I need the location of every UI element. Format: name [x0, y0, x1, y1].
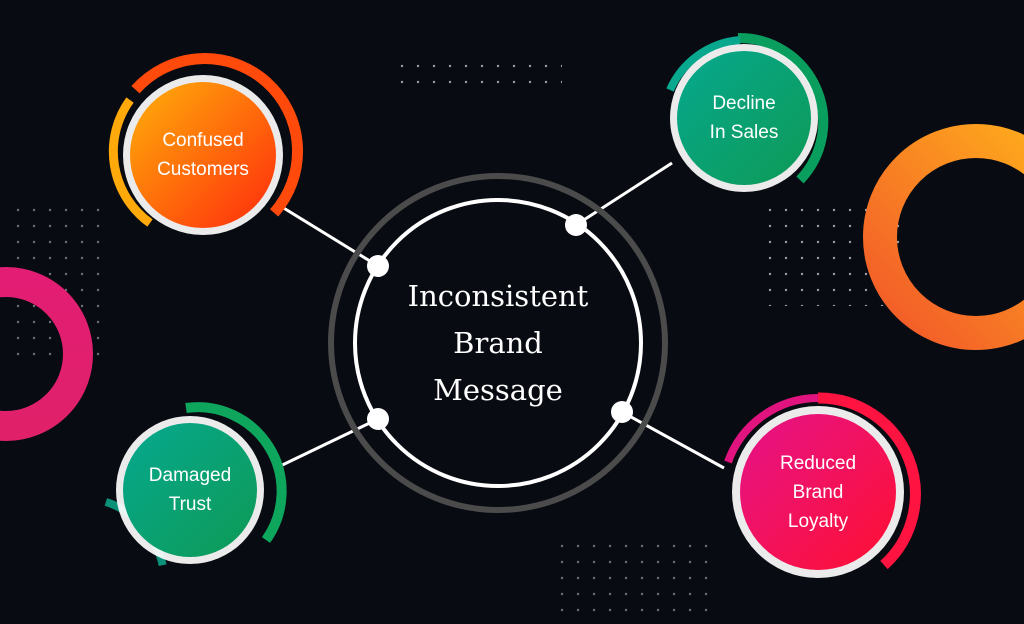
node-reduced-brand-loyalty [724, 392, 921, 578]
node-fill [740, 414, 896, 570]
center-label: Inconsistent Brand Message [378, 273, 618, 413]
node-fill [130, 82, 276, 228]
node-label-line: Decline [712, 93, 776, 114]
node-accent-arc [131, 53, 303, 217]
node-decline-in-sales [666, 32, 829, 192]
connector-decline-in-sales [575, 161, 673, 227]
node-label-line: Trust [168, 494, 212, 515]
connector-joint [565, 214, 587, 236]
node-accent-arc [724, 394, 819, 464]
center-label-line: Inconsistent [407, 278, 589, 313]
node-label-damaged-trust: Damaged Trust [130, 450, 250, 530]
connector-damaged-trust [273, 417, 379, 471]
node-label-line: Damaged [148, 465, 232, 486]
node-label-reduced-brand-loyalty: Reduced Brand Loyalty [748, 432, 888, 552]
node-label-confused-customers: Confused Customers [133, 113, 273, 197]
dot-grid-bottom [560, 536, 710, 616]
connector-joint [367, 255, 389, 277]
decorative-ring-orange [863, 124, 1024, 350]
node-accent-arc [666, 36, 741, 92]
node-label-line: Loyalty [787, 510, 849, 532]
node-label-line: Reduced [779, 452, 857, 474]
decorative-ring-pink [0, 267, 93, 441]
connector-reduced-brand-loyalty [621, 410, 725, 470]
node-accent-arc [108, 97, 153, 227]
center-label-line: Brand [453, 325, 543, 360]
node-label-line: In Sales [709, 122, 779, 143]
center-inner-ring [353, 198, 643, 488]
connector-joint [367, 408, 389, 430]
connector-confused-customers [281, 205, 379, 268]
node-accent-arc [737, 32, 829, 184]
connector-joint [611, 401, 633, 423]
node-confused-customers [108, 53, 303, 235]
center-label-line: Message [433, 372, 563, 407]
node-label-line: Customers [157, 159, 249, 180]
node-label-line: Brand [792, 481, 844, 503]
node-fill [677, 51, 811, 185]
dot-grid-top [392, 64, 562, 94]
node-label-decline-in-sales: Decline In Sales [684, 78, 804, 158]
node-accent-arc [185, 402, 287, 543]
node-fill [123, 423, 257, 557]
center-outer-ring [328, 173, 668, 513]
node-damaged-trust [104, 402, 287, 567]
node-accent-arc [817, 392, 921, 570]
node-label-line: Confused [162, 130, 244, 151]
